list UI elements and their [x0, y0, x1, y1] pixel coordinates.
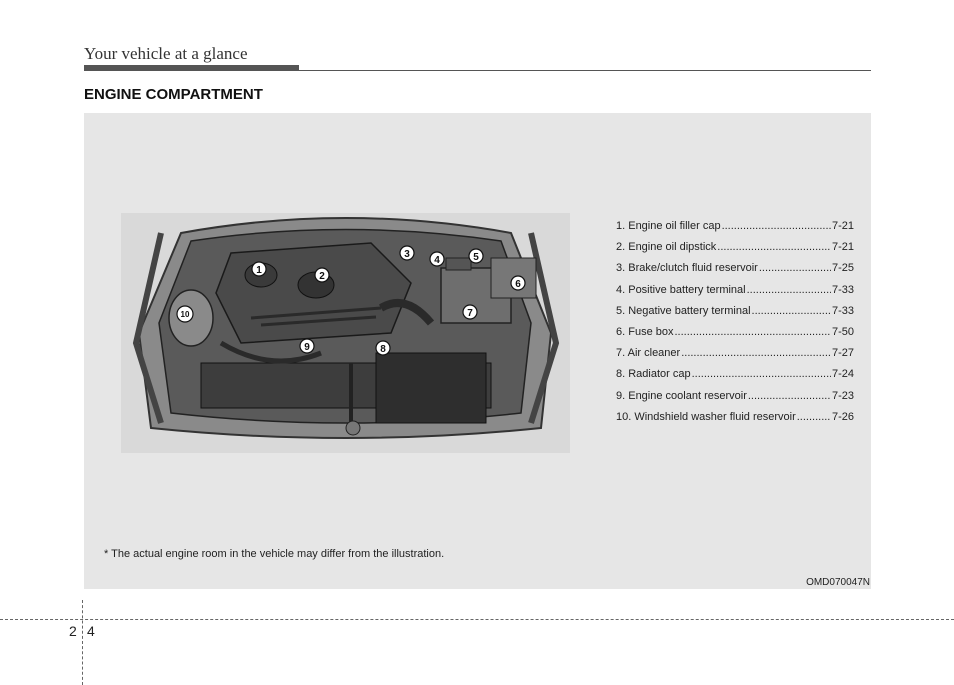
- page-divider-horizontal: [0, 619, 954, 620]
- svg-text:9: 9: [304, 342, 310, 353]
- callout-1: 1: [251, 261, 267, 277]
- svg-text:2: 2: [319, 271, 325, 282]
- legend-item: 8. Radiator cap7-24: [616, 368, 854, 389]
- callout-7: 7: [462, 304, 478, 320]
- page-divider-vertical: [82, 600, 83, 685]
- svg-text:5: 5: [473, 252, 479, 263]
- legend-item: 4. Positive battery terminal7-33: [616, 284, 854, 305]
- illustration-code: OMD070047N: [806, 577, 870, 588]
- legend-item: 6. Fuse box7-50: [616, 326, 854, 347]
- legend-item: 3. Brake/clutch fluid reservoir7-25: [616, 262, 854, 283]
- callout-8: 8: [375, 340, 391, 356]
- svg-text:1: 1: [256, 265, 262, 276]
- engine-drawing: 1 2 3 4 5 6 7 8 9 10: [132, 217, 560, 439]
- callout-6: 6: [510, 275, 526, 291]
- legend-item: 9. Engine coolant reservoir7-23: [616, 390, 854, 411]
- running-header-title: Your vehicle at a glance: [84, 44, 248, 63]
- legend-item: 7. Air cleaner7-27: [616, 347, 854, 368]
- svg-text:8: 8: [380, 344, 386, 355]
- callout-5: 5: [468, 248, 484, 264]
- callout-9: 9: [299, 338, 315, 354]
- section-title: ENGINE COMPARTMENT: [84, 86, 263, 103]
- parts-legend: 1. Engine oil filler cap7-21 2. Engine o…: [616, 220, 854, 432]
- callout-10: 10: [176, 305, 194, 323]
- header-rule: [299, 70, 871, 71]
- engine-illustration: 1 2 3 4 5 6 7 8 9 10: [121, 213, 570, 453]
- svg-text:3: 3: [404, 249, 410, 260]
- callout-3: 3: [399, 245, 415, 261]
- svg-text:6: 6: [515, 279, 521, 290]
- callout-4: 4: [429, 251, 445, 267]
- svg-text:7: 7: [467, 308, 473, 319]
- header-accent-bar: [84, 65, 299, 71]
- legend-item: 5. Negative battery terminal7-33: [616, 305, 854, 326]
- svg-text:10: 10: [181, 310, 190, 319]
- illustration-footnote: * The actual engine room in the vehicle …: [104, 548, 445, 560]
- page-number: 4: [87, 623, 95, 639]
- legend-item: 10. Windshield washer fluid reservoir7-2…: [616, 411, 854, 432]
- callout-2: 2: [314, 267, 330, 283]
- legend-item: 1. Engine oil filler cap7-21: [616, 220, 854, 241]
- legend-item: 2. Engine oil dipstick7-21: [616, 241, 854, 262]
- svg-text:4: 4: [434, 255, 440, 266]
- page-chapter-number: 2: [69, 623, 77, 639]
